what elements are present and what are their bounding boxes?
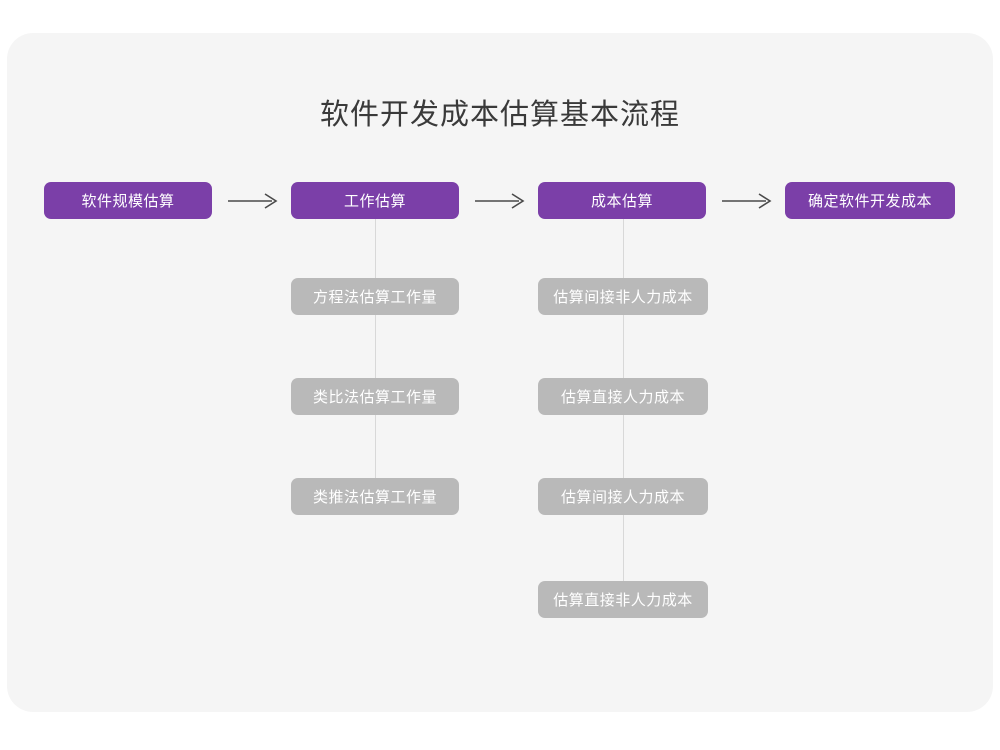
arrow-right-icon-3: [722, 191, 774, 211]
flow-node-cost-estimation[interactable]: 成本估算: [538, 182, 706, 219]
connector-cost-4: [623, 515, 624, 581]
connector-cost-1: [623, 219, 624, 279]
sub-node-cost-indirect-nonlabor[interactable]: 估算间接非人力成本: [538, 278, 708, 315]
sub-node-work-analogy-method[interactable]: 类比法估算工作量: [291, 378, 459, 415]
connector-work-3: [375, 415, 376, 479]
sub-node-label: 类推法估算工作量: [312, 489, 437, 506]
arrow-right-icon-1: [228, 191, 280, 211]
sub-node-work-inference-method[interactable]: 类推法估算工作量: [291, 478, 459, 515]
sub-node-cost-direct-nonlabor[interactable]: 估算直接非人力成本: [538, 581, 708, 618]
flow-node-software-scale-estimation[interactable]: 软件规模估算: [44, 182, 212, 219]
connector-cost-3: [623, 415, 624, 479]
sub-node-label: 估算直接人力成本: [560, 389, 685, 406]
sub-node-work-equation-method[interactable]: 方程法估算工作量: [291, 278, 459, 315]
connector-work-1: [375, 219, 376, 279]
sub-node-label: 类比法估算工作量: [312, 389, 437, 406]
sub-node-label: 方程法估算工作量: [312, 289, 437, 306]
sub-node-label: 估算间接非人力成本: [553, 289, 693, 306]
sub-node-cost-direct-labor[interactable]: 估算直接人力成本: [538, 378, 708, 415]
page-title: 软件开发成本估算基本流程: [319, 99, 680, 131]
connector-work-2: [375, 315, 376, 379]
connector-cost-2: [623, 315, 624, 379]
sub-node-label: 估算直接非人力成本: [553, 592, 693, 609]
sub-node-label: 估算间接人力成本: [560, 489, 685, 506]
flow-node-work-estimation[interactable]: 工作估算: [291, 182, 459, 219]
arrow-right-icon-2: [475, 191, 527, 211]
flow-node-label: 成本估算: [590, 193, 653, 210]
flow-node-label: 确定软件开发成本: [807, 193, 932, 210]
flow-node-determine-development-cost[interactable]: 确定软件开发成本: [785, 182, 955, 219]
flow-node-label: 工作估算: [343, 193, 406, 210]
diagram-card: [7, 33, 993, 712]
sub-node-cost-indirect-labor[interactable]: 估算间接人力成本: [538, 478, 708, 515]
flow-node-label: 软件规模估算: [81, 193, 175, 210]
